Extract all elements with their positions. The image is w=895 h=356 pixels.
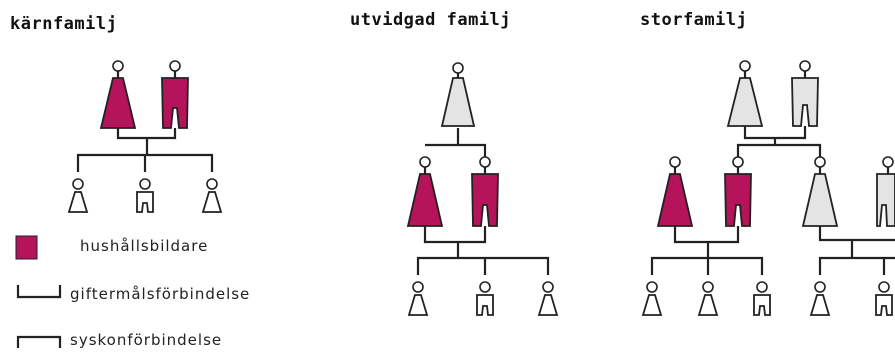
child-figure-female	[697, 281, 719, 316]
marriage-connector	[423, 226, 487, 244]
sibling-connector-symbol	[16, 335, 62, 348]
figure-head	[169, 60, 181, 72]
child-figure-female	[809, 281, 831, 316]
child-figure-female	[641, 281, 663, 316]
figure-body	[99, 77, 137, 129]
sibling-connector	[416, 256, 550, 275]
title-nuclear-family: kärnfamilj	[10, 14, 118, 34]
male-figure-householder	[471, 156, 499, 227]
female-figure-householder	[656, 156, 694, 227]
female-figure-sibling	[801, 156, 839, 227]
female-figure-householder	[406, 156, 444, 227]
householder-swatch	[15, 235, 38, 260]
figure-body	[161, 77, 189, 129]
male-figure-householder	[161, 60, 189, 129]
elder-male-figure	[791, 60, 819, 127]
title-extended-family: utvidgad familj	[350, 10, 512, 30]
marriage-connector	[818, 226, 895, 242]
legend-householder-label: hushållsbildare	[80, 237, 209, 255]
child-figure-female	[407, 281, 429, 316]
legend	[15, 235, 62, 348]
marriage-connector-symbol	[16, 285, 62, 299]
child-figure-male	[136, 178, 154, 213]
child-figure-male	[875, 281, 893, 316]
elder-female-figure	[726, 60, 764, 127]
child-figure-female	[67, 178, 89, 213]
nuclear-family-group	[67, 60, 223, 213]
sibling-connector	[818, 256, 895, 275]
title-large-family: storfamilj	[640, 10, 748, 30]
elder-female-figure	[440, 62, 476, 127]
marriage-connector	[673, 226, 740, 244]
marriage-connector	[743, 126, 807, 140]
child-figure-male	[753, 281, 771, 316]
figure-head	[112, 60, 124, 72]
female-figure-householder	[99, 60, 137, 129]
legend-sibling-label: syskonförbindelse	[70, 331, 223, 349]
marriage-connector	[116, 128, 177, 140]
sibling-connector	[736, 143, 822, 160]
child-figure-female	[537, 281, 559, 316]
extended-family-group	[406, 62, 559, 316]
child-figure-female	[201, 178, 223, 213]
male-figure-householder	[724, 156, 752, 227]
child-figure-male	[476, 281, 494, 316]
large-family-group	[641, 60, 895, 316]
legend-marriage-label: giftermålsförbindelse	[70, 285, 251, 303]
descent-line	[425, 143, 487, 160]
male-figure-partial	[876, 156, 895, 227]
